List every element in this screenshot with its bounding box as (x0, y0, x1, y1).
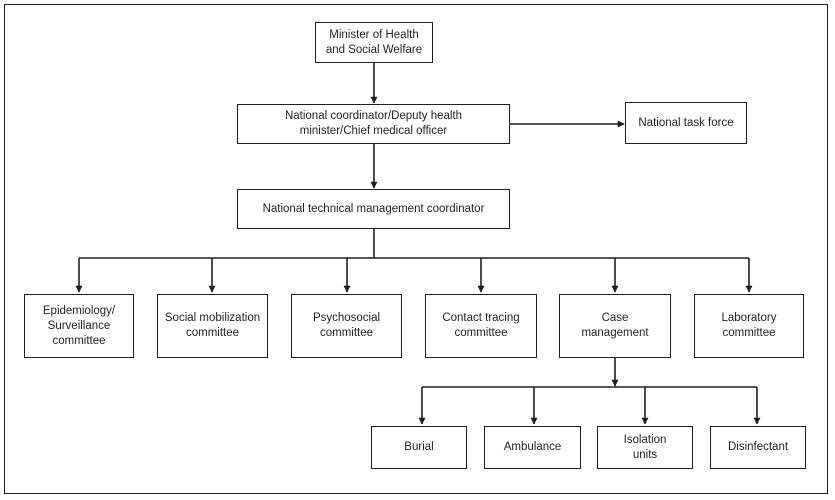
committee-contact-tracing: Contact tracing committee (425, 294, 537, 358)
unit-label: Isolation units (623, 433, 667, 461)
unit-isolation: Isolation units (597, 426, 693, 469)
committee-case-management: Case management (559, 294, 671, 358)
minister-label: Minister of Health and Social Welfare (325, 28, 423, 56)
unit-label: Disinfectant (727, 441, 789, 453)
committee-psychosocial: Psychosocial committee (291, 294, 402, 358)
committee-label: Contact tracing committee (442, 312, 520, 339)
unit-disinfectant: Disinfectant (710, 426, 806, 469)
task-force-label: National task force (638, 116, 734, 129)
committee-label: Psychosocial committee (312, 312, 381, 339)
technical-coordinator-label: National technical management coordinato… (262, 202, 485, 215)
unit-burial: Burial (371, 426, 467, 469)
national-coordinator-box: National coordinator/Deputy health minis… (237, 104, 510, 144)
national-coordinator-label: National coordinator/Deputy health minis… (284, 110, 463, 137)
technical-coordinator-box: National technical management coordinato… (237, 189, 510, 229)
minister-box: Minister of Health and Social Welfare (315, 22, 433, 63)
task-force-box: National task force (625, 102, 747, 144)
unit-label: Burial (404, 441, 434, 453)
committee-laboratory: Laboratory committee (694, 294, 804, 358)
unit-label: Ambulance (503, 441, 562, 453)
diagram-frame (4, 4, 828, 494)
committee-label: Epidemiology/ Surveillance committee (42, 304, 116, 347)
committee-epidemiology: Epidemiology/ Surveillance committee (24, 294, 134, 358)
committee-label: Social mobilization committee (164, 312, 261, 339)
committee-social-mobilization: Social mobilization committee (157, 294, 268, 358)
committee-label: Laboratory committee (721, 312, 777, 339)
committee-label: Case management (581, 312, 649, 339)
unit-ambulance: Ambulance (484, 426, 581, 469)
